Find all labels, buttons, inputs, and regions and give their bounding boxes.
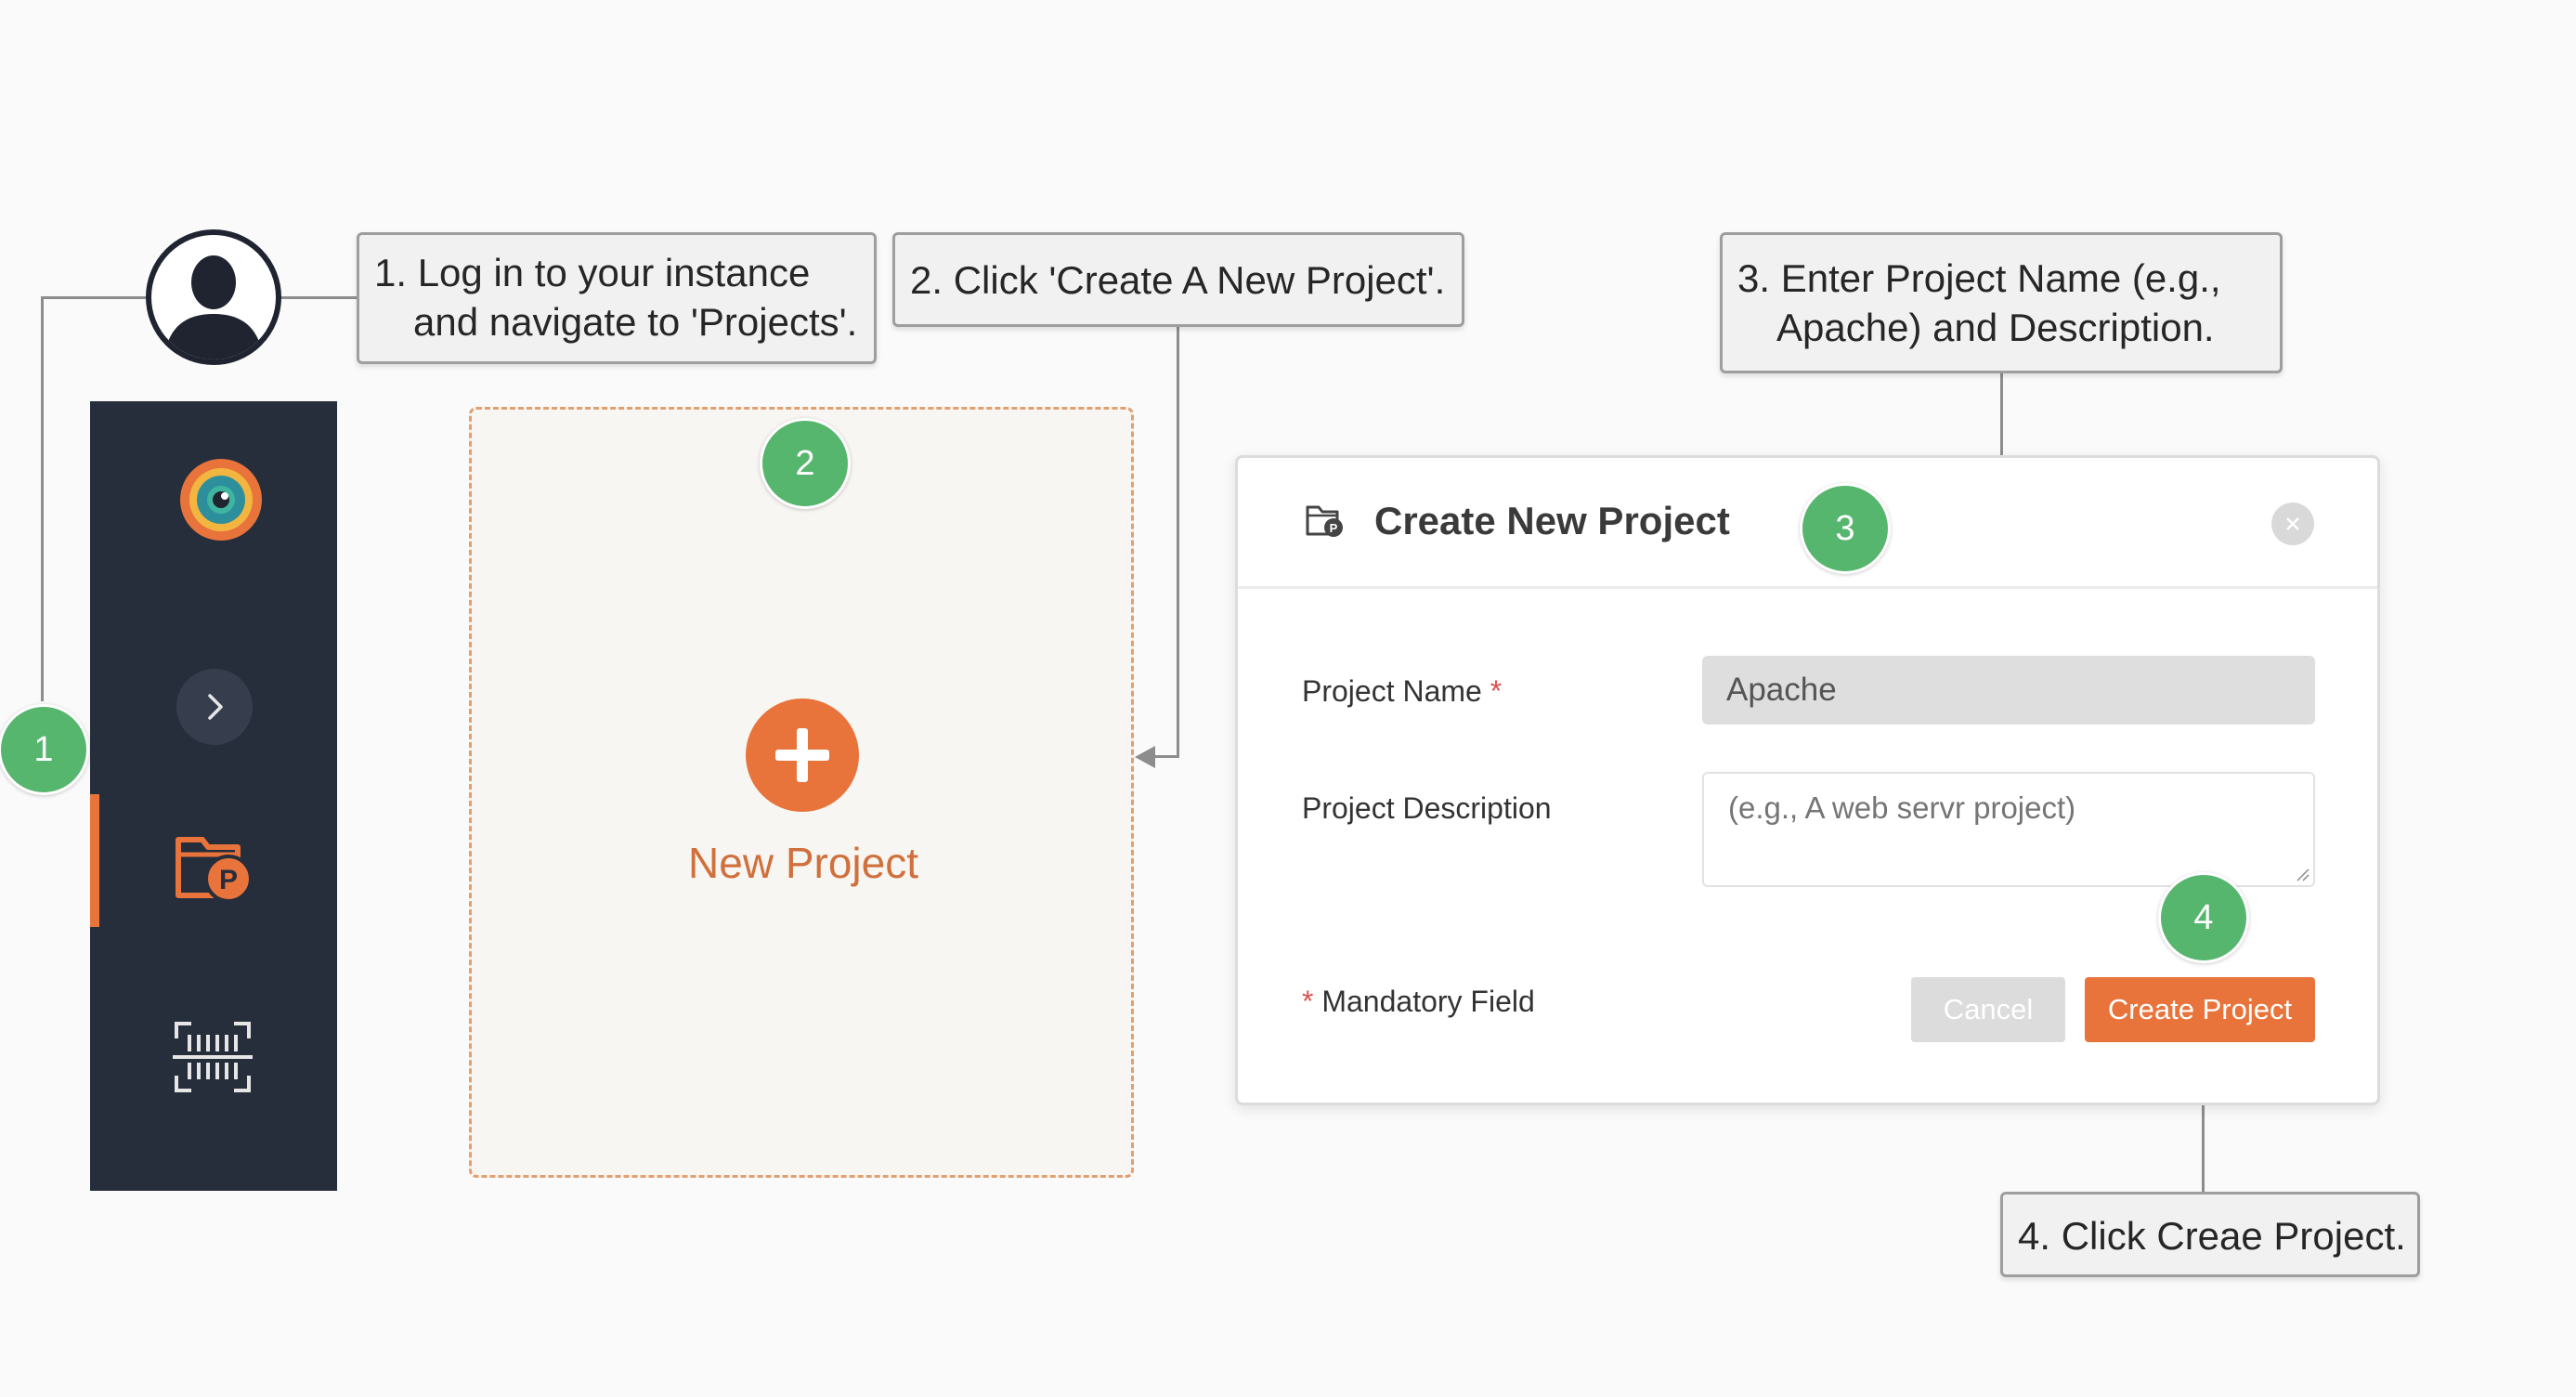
step-badge-4: 4 <box>2158 872 2249 963</box>
connector-step1-vertical <box>41 296 44 701</box>
step-badge-3: 3 <box>1800 483 1891 574</box>
connector-avatar-callout <box>279 296 358 299</box>
new-project-add-button[interactable] <box>746 698 859 812</box>
callout-step4-text: 4. Click Creae Project. <box>2018 1214 2406 1258</box>
plus-icon <box>775 728 829 782</box>
mandatory-note: * Mandatory Field <box>1302 985 1535 1019</box>
callout-step1-line2: and navigate to 'Projects'. <box>413 300 858 344</box>
connector-step1-horizontal <box>41 296 149 299</box>
dialog-close-button[interactable] <box>2271 503 2314 545</box>
mandatory-note-text: Mandatory Field <box>1321 985 1535 1018</box>
callout-step3-line1: 3. Enter Project Name (e.g., <box>1737 256 2221 300</box>
callout-step3-line2: Apache) and Description. <box>1776 306 2215 349</box>
step-badge-1: 1 <box>0 704 89 795</box>
projects-folder-icon[interactable]: P <box>173 827 254 905</box>
sidebar-expand-button[interactable] <box>176 669 253 745</box>
create-project-button[interactable]: Create Project <box>2085 977 2315 1042</box>
connector-step2-horizontal <box>1142 755 1179 758</box>
step-badge-2: 2 <box>760 418 851 509</box>
callout-step2-text: 2. Click 'Create A New Project'. <box>910 258 1446 302</box>
project-name-label-text: Project Name <box>1302 674 1482 708</box>
new-project-label[interactable]: New Project <box>688 839 918 887</box>
svg-text:P: P <box>1330 521 1338 535</box>
callout-step1-line1: 1. Log in to your instance <box>374 251 811 294</box>
mandatory-note-marker: * <box>1302 985 1314 1018</box>
user-avatar-icon <box>145 228 282 366</box>
close-icon <box>2286 517 2299 530</box>
connector-step2-arrowhead <box>1135 746 1155 768</box>
folder-icon: P <box>1305 502 1346 539</box>
project-name-label: Project Name * <box>1302 674 1502 709</box>
svg-text:P: P <box>219 865 238 895</box>
project-description-label: Project Description <box>1302 791 1552 825</box>
textarea-resize-handle-icon[interactable] <box>2295 867 2309 881</box>
sidebar-active-indicator <box>90 794 99 927</box>
barcode-scan-icon[interactable] <box>173 1020 253 1094</box>
chevron-right-icon <box>208 694 223 720</box>
callout-step3: 3. Enter Project Name (e.g., Apache) and… <box>1720 232 2283 373</box>
callout-step4: 4. Click Creae Project. <box>2000 1192 2420 1277</box>
callout-step1: 1. Log in to your instance and navigate … <box>357 232 877 364</box>
project-name-input[interactable] <box>1702 656 2315 725</box>
connector-step4-vertical <box>2202 1059 2205 1195</box>
dialog-title: Create New Project <box>1374 499 1730 542</box>
project-description-input[interactable] <box>1702 772 2315 887</box>
required-marker: * <box>1490 674 1503 708</box>
cancel-button[interactable]: Cancel <box>1911 977 2065 1042</box>
dialog-header-divider <box>1238 586 2377 589</box>
callout-step2: 2. Click 'Create A New Project'. <box>892 232 1464 327</box>
connector-step2-vertical <box>1177 325 1179 757</box>
app-logo-icon[interactable] <box>178 457 264 542</box>
